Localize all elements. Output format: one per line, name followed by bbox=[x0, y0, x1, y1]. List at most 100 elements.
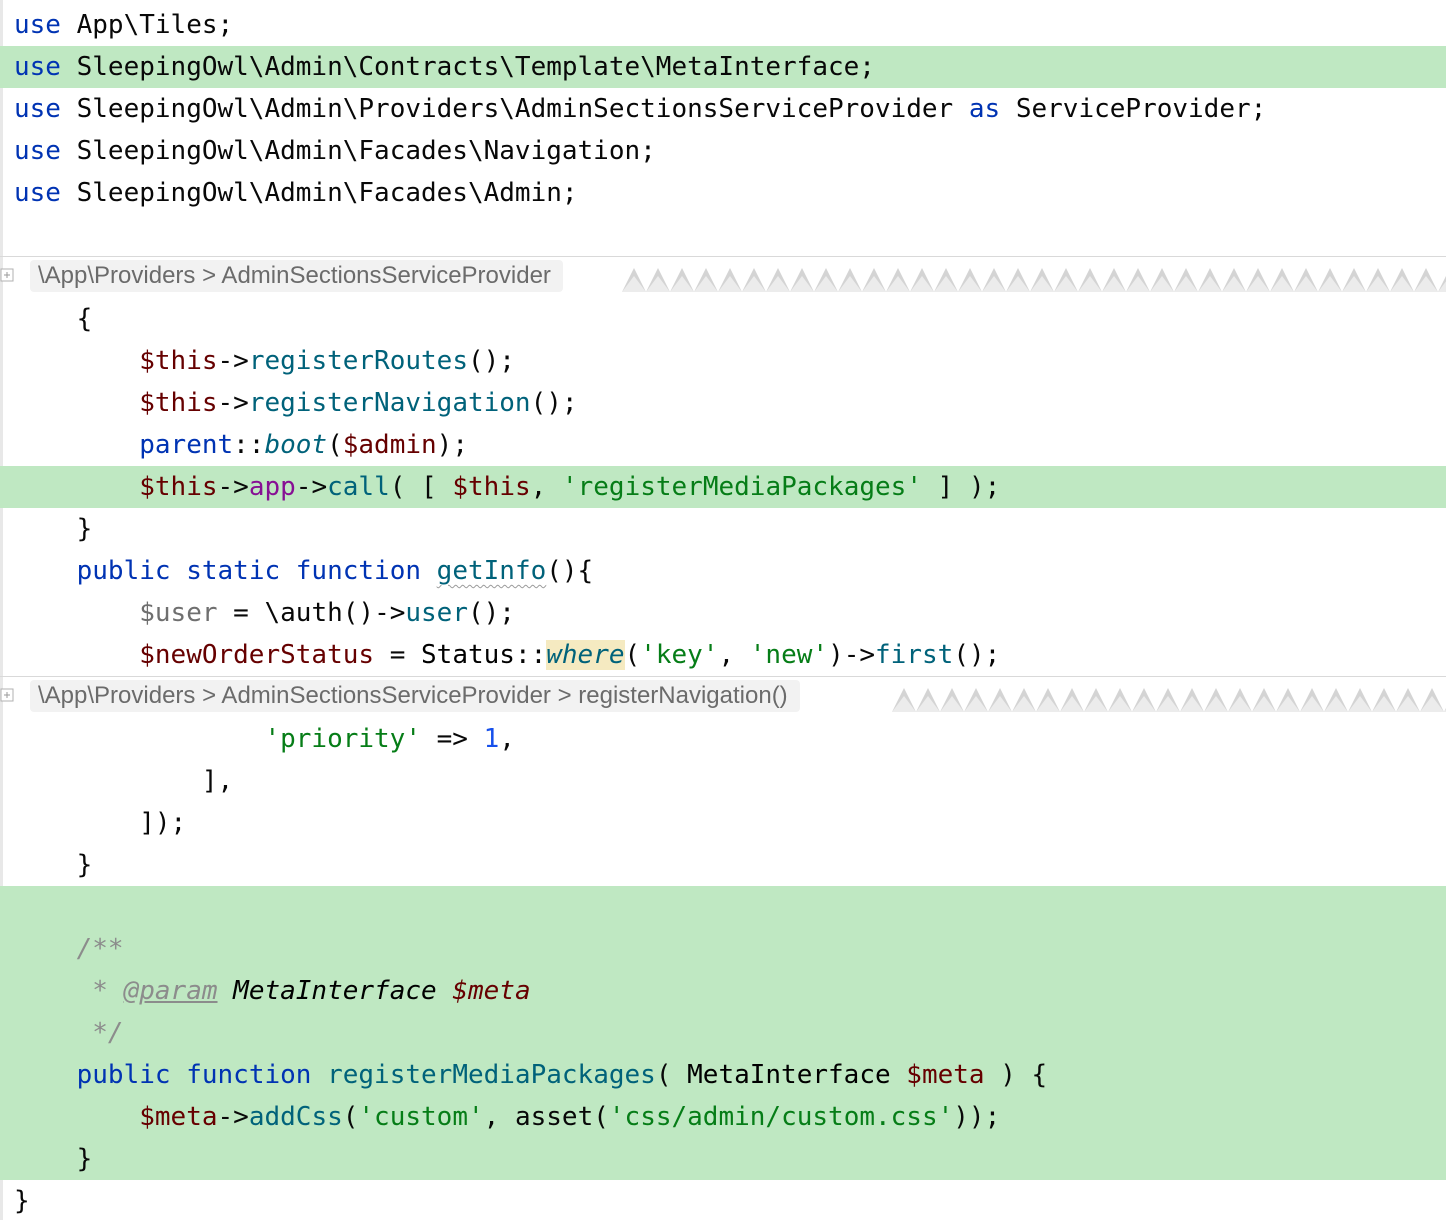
gutter bbox=[0, 0, 3, 1220]
import-alias: ServiceProvider; bbox=[1015, 94, 1267, 124]
punct: (); bbox=[953, 640, 1001, 670]
this-var: $this bbox=[452, 472, 531, 502]
doc-comment: * bbox=[76, 976, 124, 1006]
punct: (); bbox=[467, 346, 515, 376]
code-line-12[interactable]: public static function getInfo(){ bbox=[0, 550, 1446, 592]
method-call: registerRoutes bbox=[248, 346, 468, 376]
doc-var: $meta bbox=[452, 976, 531, 1006]
code-line-7[interactable]: $this->registerRoutes(); bbox=[0, 340, 1446, 382]
added-code-highlight bbox=[0, 886, 1446, 1180]
punct: ]); bbox=[139, 808, 187, 838]
punct: ); bbox=[436, 430, 468, 460]
keyword: function bbox=[295, 556, 422, 586]
import-path: SleepingOwl\Admin\Facades\Admin; bbox=[76, 178, 578, 208]
code-line-1[interactable]: use App\Tiles; bbox=[0, 4, 1446, 46]
punct: = bbox=[217, 598, 265, 628]
keyword: use bbox=[14, 136, 61, 166]
code-line-3[interactable]: use SleepingOwl\Admin\Providers\AdminSec… bbox=[0, 88, 1446, 130]
arrow: -> bbox=[843, 640, 876, 670]
keyword: use bbox=[14, 94, 61, 124]
doc-comment: /** bbox=[76, 934, 124, 964]
punct: (); bbox=[468, 598, 515, 628]
this-var: $this bbox=[139, 472, 218, 502]
fold-marker-icon[interactable] bbox=[0, 268, 14, 282]
punct: ( bbox=[593, 1102, 609, 1132]
import-path: SleepingOwl\Admin\Providers\AdminSection… bbox=[76, 94, 954, 124]
method-call: first bbox=[875, 640, 954, 670]
code-line-26[interactable]: } bbox=[0, 1180, 1446, 1222]
folded-region-1[interactable]: \App\Providers > AdminSectionsServicePro… bbox=[0, 256, 1446, 296]
code-line-11[interactable]: } bbox=[0, 508, 1446, 550]
punct: ] ); bbox=[921, 472, 1001, 502]
method-call: call bbox=[327, 472, 390, 502]
keyword: function bbox=[186, 1060, 312, 1090]
variable: $meta bbox=[906, 1060, 985, 1090]
punct: ( bbox=[342, 1102, 359, 1132]
code-line-22[interactable]: */ bbox=[0, 1012, 1446, 1054]
number-literal: 1 bbox=[483, 724, 500, 754]
property: app bbox=[248, 472, 296, 502]
brace: { bbox=[76, 304, 93, 334]
import-path: SleepingOwl\Admin\Contracts\Template\Met… bbox=[76, 52, 875, 82]
code-line-2[interactable]: use SleepingOwl\Admin\Contracts\Template… bbox=[0, 46, 1446, 88]
punct: ( [ bbox=[389, 472, 453, 502]
brace: } bbox=[76, 1144, 93, 1174]
arrow: -> bbox=[295, 472, 328, 502]
string-literal: 'custom' bbox=[358, 1102, 484, 1132]
punct: (){ bbox=[546, 556, 594, 586]
string-literal: 'key' bbox=[640, 640, 719, 670]
doc-tag: @param bbox=[123, 976, 218, 1006]
import-path: SleepingOwl\Admin\Facades\Navigation; bbox=[76, 136, 656, 166]
doc-type: MetaInterface bbox=[217, 976, 453, 1006]
function-name: getInfo bbox=[436, 556, 547, 586]
code-line-14[interactable]: $newOrderStatus = Status::where('key', '… bbox=[0, 634, 1446, 676]
code-line-9[interactable]: parent::boot($admin); bbox=[0, 424, 1446, 466]
zigzag-fold-icon bbox=[622, 262, 1446, 292]
arrow: -> bbox=[217, 472, 249, 502]
function-name: registerMediaPackages bbox=[327, 1060, 656, 1090]
doc-comment: */ bbox=[76, 1018, 124, 1048]
keyword: parent bbox=[139, 430, 234, 460]
class-name: MetaInterface bbox=[687, 1060, 907, 1090]
punct: = bbox=[374, 640, 422, 670]
breadcrumb[interactable]: \App\Providers > AdminSectionsServicePro… bbox=[30, 680, 800, 712]
code-line-13[interactable]: $user = \auth()->user(); bbox=[0, 592, 1446, 634]
punct: ( bbox=[655, 1060, 688, 1090]
punct: (); bbox=[530, 388, 578, 418]
punct: , bbox=[718, 640, 750, 670]
code-line-10[interactable]: $this->app->call( [ $this, 'registerMedi… bbox=[0, 466, 1446, 508]
breadcrumb[interactable]: \App\Providers > AdminSectionsServicePro… bbox=[30, 260, 563, 292]
code-line-18[interactable]: } bbox=[0, 844, 1446, 886]
this-var: $this bbox=[139, 346, 218, 376]
arrow: -> bbox=[217, 1102, 249, 1132]
code-line-20[interactable]: /** bbox=[0, 928, 1446, 970]
keyword: use bbox=[14, 178, 61, 208]
code-line-21[interactable]: * @param MetaInterface $meta bbox=[0, 970, 1446, 1012]
code-line-6[interactable]: { bbox=[0, 298, 1446, 340]
punct: :: bbox=[514, 640, 547, 670]
punct: ( bbox=[327, 430, 343, 460]
punct: )); bbox=[953, 1102, 1001, 1132]
code-line-15[interactable]: 'priority' => 1, bbox=[0, 718, 1446, 760]
function-call: \auth() bbox=[264, 598, 375, 628]
code-line-16[interactable]: ], bbox=[0, 760, 1446, 802]
brace: } bbox=[14, 1186, 30, 1216]
punct: ) bbox=[828, 640, 844, 670]
code-line-25[interactable]: } bbox=[0, 1138, 1446, 1180]
this-var: $this bbox=[139, 388, 218, 418]
code-line-19[interactable] bbox=[0, 886, 1446, 928]
string-literal: 'registerMediaPackages' bbox=[561, 472, 922, 502]
code-line-24[interactable]: $meta->addCss('custom', asset('css/admin… bbox=[0, 1096, 1446, 1138]
brace: } bbox=[76, 514, 93, 544]
string-literal: 'priority' bbox=[264, 724, 421, 754]
code-line-8[interactable]: $this->registerNavigation(); bbox=[0, 382, 1446, 424]
code-line-4[interactable]: use SleepingOwl\Admin\Facades\Navigation… bbox=[0, 130, 1446, 172]
code-line-17[interactable]: ]); bbox=[0, 802, 1446, 844]
fold-marker-icon[interactable] bbox=[0, 688, 14, 702]
code-line-5[interactable]: use SleepingOwl\Admin\Facades\Admin; bbox=[0, 172, 1446, 214]
code-line-23[interactable]: public function registerMediaPackages( M… bbox=[0, 1054, 1446, 1096]
folded-region-2[interactable]: \App\Providers > AdminSectionsServicePro… bbox=[0, 676, 1446, 716]
string-literal: 'new' bbox=[749, 640, 829, 670]
keyword: static bbox=[186, 556, 281, 586]
